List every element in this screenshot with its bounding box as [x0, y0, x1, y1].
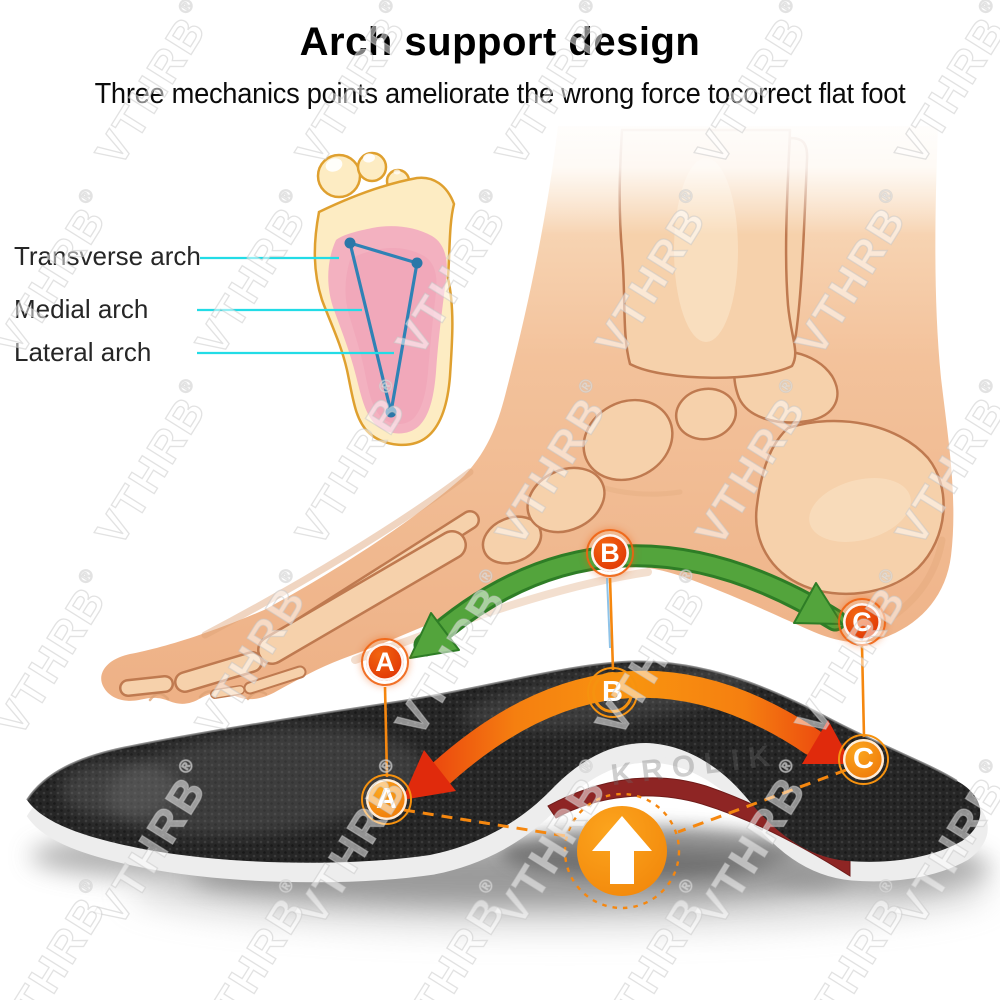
foot-anatomy-illustration [40, 95, 980, 704]
label-lateral-arch: Lateral arch [14, 337, 152, 367]
page-title: Arch support design [299, 20, 701, 64]
page-subtitle: Three mechanics points ameliorate the wr… [94, 78, 906, 110]
up-arrow-icon [592, 816, 652, 884]
marker-foot-b: B [586, 529, 634, 577]
label-medial-arch: Medial arch [14, 294, 149, 324]
marker-insole-b: B [587, 667, 638, 718]
marker-foot-a-circle: A [366, 643, 404, 681]
marker-foot-c-circle: C [843, 603, 881, 641]
arch-triangle-points [344, 237, 423, 418]
connector-line-b [608, 577, 615, 671]
insole-rim-highlight [26, 660, 958, 801]
marker-insole-a: A [361, 774, 412, 825]
marker-insole-a-circle: A [366, 779, 407, 820]
marker-insole-c: C [838, 734, 889, 785]
top-fade [40, 95, 980, 240]
guide-dashed-lines [403, 768, 847, 838]
red-arrowhead-left [402, 750, 456, 800]
connector-line-c [860, 645, 866, 738]
sole-arch-diagram [197, 151, 456, 447]
dashed-line-a [403, 808, 567, 838]
label-transverse-arch: Transverse arch [14, 241, 201, 271]
arch-triangle [348, 241, 419, 414]
marker-insole-c-circle: C [843, 739, 884, 780]
green-arrowhead-right [793, 582, 843, 625]
marker-foot-c: C [838, 598, 886, 646]
marker-foot-b-letter: B [600, 537, 620, 568]
arch-support-indicator [563, 792, 681, 910]
marker-insole-a-letter: A [376, 783, 397, 815]
connector-line-a [383, 686, 389, 778]
marker-foot-a-letter: A [375, 646, 395, 677]
marker-foot-c-letter: C [852, 606, 872, 637]
marker-foot-a: A [361, 638, 409, 686]
cyan-leader-lines [197, 256, 394, 355]
marker-foot-b-circle: B [591, 534, 629, 572]
marker-insole-b-circle: B [592, 672, 633, 713]
marker-connector-lines [383, 577, 866, 778]
marker-insole-c-letter: C [853, 743, 874, 775]
marker-insole-b-letter: B [602, 676, 623, 708]
dashed-line-c [677, 768, 847, 834]
green-arrowhead-left [409, 612, 460, 659]
